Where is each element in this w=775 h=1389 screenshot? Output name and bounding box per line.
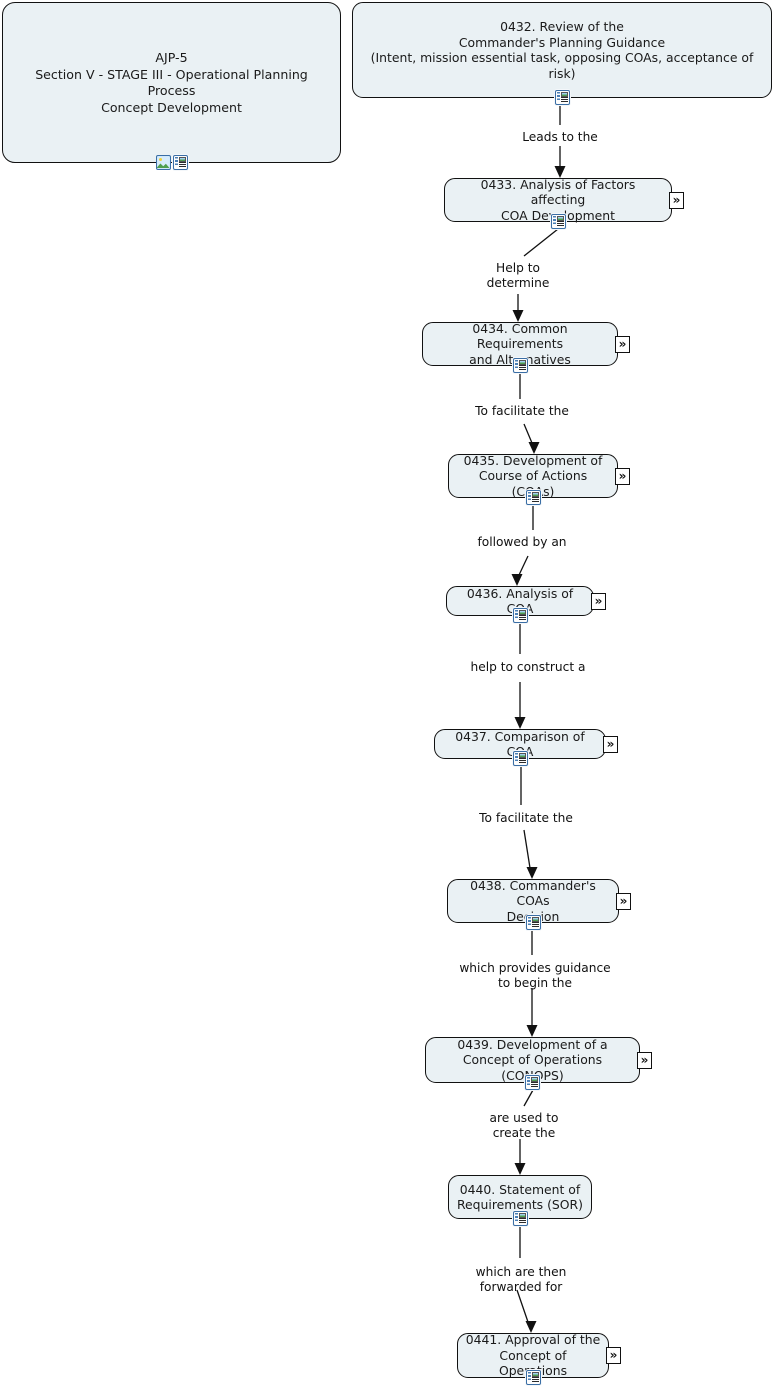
edge-0435-0436-arrowhead [511, 574, 523, 586]
document-thumbnail [518, 360, 526, 365]
edge-label-3: To facilitate the [475, 404, 569, 418]
node-0438-expand-chevron-icon[interactable]: » [616, 892, 631, 910]
edge-0436-0437-arrowhead [514, 717, 526, 729]
document-icon[interactable] [525, 1075, 540, 1090]
node-0436-icons [512, 608, 528, 623]
edge-label-1: Leads to the [522, 130, 598, 144]
document-thumbnail [518, 1213, 526, 1218]
document-icon[interactable] [525, 1370, 541, 1385]
edge-0439-0440-arrowhead [514, 1163, 526, 1175]
edge-label-5: help to construct a [470, 660, 586, 674]
node-0438-label: 0438. Commander's COAs Decision [470, 877, 596, 924]
edge-label-9: which are then forwarded for [475, 1265, 567, 1295]
node-0440-label: 0440. Statement of Requirements (SOR) [457, 1181, 583, 1213]
node-0434[interactable]: 0434. Common Requirements and Alternativ… [422, 321, 618, 367]
node-0440[interactable]: 0440. Statement of Requirements (SOR) [448, 1175, 592, 1219]
document-thumbnail [560, 92, 568, 97]
document-icon[interactable] [512, 608, 528, 623]
node-0432-label: 0432. Review of the Commander's Planning… [370, 19, 754, 81]
document-icon[interactable] [525, 490, 541, 505]
edge-label-6: To facilitate the [479, 811, 573, 825]
edge-label-2: Help to determine [486, 261, 550, 291]
document-icon[interactable] [172, 155, 188, 170]
edge-label-8: are used to create the [489, 1111, 559, 1141]
node-0441-expand-chevron-icon[interactable]: » [606, 1347, 621, 1364]
document-thumbnail [518, 753, 526, 758]
document-thumbnail [531, 492, 539, 497]
node-0434-icons [512, 358, 528, 373]
document-thumbnail [531, 1077, 538, 1082]
document-icon[interactable] [512, 751, 528, 766]
node-0441-label: 0441. Approval of the Concept of Operati… [465, 1332, 601, 1378]
node-0438[interactable]: 0438. Commander's COAs Decision [447, 877, 619, 924]
node-0437-icons [512, 751, 528, 766]
title-node-icons [155, 155, 188, 170]
document-thumbnail [531, 917, 539, 922]
node-0433-label: 0433. Analysis of Factors affecting COA … [480, 176, 636, 223]
document-thumbnail [531, 1372, 539, 1377]
document-icon[interactable] [512, 1211, 528, 1226]
document-icon[interactable] [525, 915, 541, 930]
node-0435-label: 0435. Development of Course of Actions (… [463, 452, 603, 499]
node-0435-icons [525, 490, 541, 505]
node-0439-icons [525, 1075, 540, 1090]
edge-label-4: followed by an [477, 535, 567, 549]
node-0432[interactable]: 0432. Review of the Commander's Planning… [352, 2, 772, 98]
document-thumbnail [556, 216, 564, 221]
document-icon[interactable] [512, 358, 528, 373]
node-0435-expand-chevron-icon[interactable]: » [615, 467, 630, 485]
edge-0438-0439-arrowhead [526, 1025, 538, 1037]
node-0434-expand-chevron-icon[interactable]: » [615, 335, 630, 353]
title-node-label: AJP-5 Section V - STAGE III - Operationa… [35, 50, 308, 115]
node-0437-expand-chevron-icon[interactable]: » [603, 735, 618, 753]
picture-sun [158, 158, 162, 161]
document-thumbnail [178, 157, 186, 162]
node-0433-icons [550, 214, 566, 229]
node-0436-expand-chevron-icon[interactable]: » [591, 592, 606, 610]
picture-sky [157, 157, 169, 168]
picture-icon[interactable] [155, 155, 171, 170]
document-icon[interactable] [550, 214, 566, 229]
edge-0440-0441-arrowhead [525, 1321, 537, 1333]
document-icon[interactable] [554, 90, 570, 105]
node-0432-icons [554, 90, 570, 105]
document-thumbnail [518, 610, 526, 615]
node-0441-icons [525, 1370, 541, 1385]
node-0439-expand-chevron-icon[interactable]: » [637, 1051, 652, 1069]
node-0433-expand-chevron-icon[interactable]: » [669, 191, 684, 209]
node-0440-icons [512, 1211, 528, 1226]
node-0438-icons [525, 915, 541, 930]
title-node[interactable]: AJP-5 Section V - STAGE III - Operationa… [2, 2, 341, 163]
edge-label-7: which provides guidance to begin the [459, 961, 611, 991]
